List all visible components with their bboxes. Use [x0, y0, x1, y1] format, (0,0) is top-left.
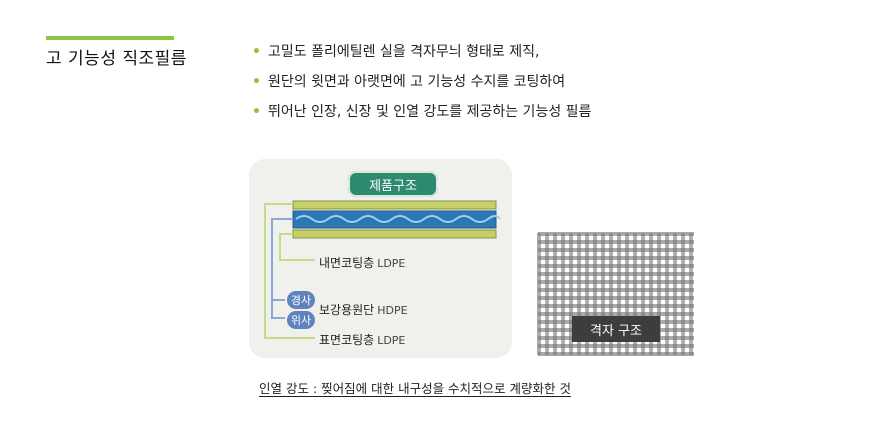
outer-coating-text: 표면코팅층	[319, 333, 375, 347]
list-item-text: 고밀도 폴리에틸렌 실을 격자무늬 형태로 제직,	[268, 44, 540, 60]
page-title: 고 기능성 직조필름	[46, 49, 187, 69]
reinforce-text: 보강용원단	[319, 303, 375, 317]
tear-strength-footnote: 인열 강도 : 찢어짐에 대한 내구성을 수치적으로 계량화한 것	[259, 381, 571, 396]
feature-list: • 고밀도 폴리에틸렌 실을 격자무늬 형태로 제직, • 원단의 윗면과 아랫…	[252, 42, 591, 132]
inner-coating-text: 내면코팅층	[319, 256, 375, 270]
inner-coating-code: LDPE	[377, 257, 406, 270]
bullet-dot-icon: •	[252, 44, 261, 60]
bullet-dot-icon: •	[252, 74, 261, 90]
weft-tag: 위사	[287, 311, 315, 329]
outer-coating-code: LDPE	[377, 334, 406, 347]
list-item: • 원단의 윗면과 아랫면에 고 기능성 수지를 코팅하여	[252, 72, 591, 102]
grid-structure-caption: 격자 구조	[572, 316, 660, 342]
warp-tag: 경사	[287, 291, 315, 309]
title-accent-bar	[46, 36, 174, 40]
list-item: • 뛰어난 인장, 신장 및 인열 강도를 제공하는 기능성 필름	[252, 102, 591, 132]
bullet-dot-icon: •	[252, 104, 261, 120]
list-item-text: 뛰어난 인장, 신장 및 인열 강도를 제공하는 기능성 필름	[268, 104, 592, 120]
product-structure-badge: 제품구조	[348, 171, 438, 197]
reinforce-code: HDPE	[377, 304, 408, 317]
list-item-text: 원단의 윗면과 아랫면에 고 기능성 수지를 코팅하여	[268, 74, 566, 90]
list-item: • 고밀도 폴리에틸렌 실을 격자무늬 형태로 제직,	[252, 42, 591, 72]
